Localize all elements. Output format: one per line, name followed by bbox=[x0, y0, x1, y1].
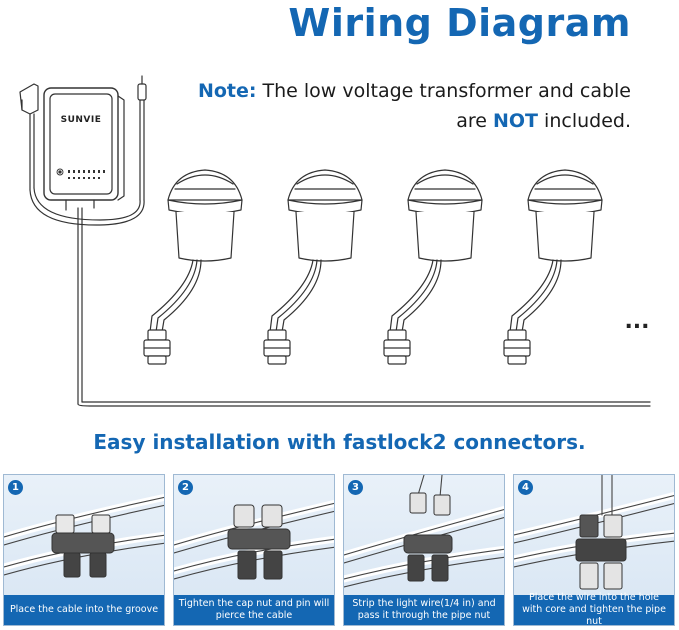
plug-icon bbox=[19, 83, 39, 191]
step-4-illustration bbox=[514, 475, 674, 590]
step-3-panel: 3 Strip the light wire(1/4 in) and pass … bbox=[343, 474, 505, 626]
step-3-illustration bbox=[344, 475, 504, 588]
light-fixture-2 bbox=[263, 169, 363, 365]
step-4-caption: Place the wire into the hole with core a… bbox=[514, 592, 674, 625]
note-label: Note: bbox=[197, 80, 257, 102]
wiring-diagram: SUNVIE ... bbox=[19, 75, 651, 407]
step-1-caption: Place the cable into the groove bbox=[4, 595, 164, 625]
page-title: Wiring Diagram bbox=[288, 1, 631, 45]
step-4-panel: 4 Place the wire into the hole with core… bbox=[513, 474, 675, 626]
step-4-number-badge: 4 bbox=[518, 480, 533, 495]
step-3-caption: Strip the light wire(1/4 in) and pass it… bbox=[344, 595, 504, 625]
step-1-illustration bbox=[4, 493, 164, 578]
transformer-brand-label: SUNVIE bbox=[61, 115, 102, 125]
light-fixture-1 bbox=[143, 169, 243, 365]
note-emphasis: NOT bbox=[492, 110, 538, 132]
step-1-panel: 1 Place the cable into the groove bbox=[3, 474, 165, 626]
section-subtitle: Easy installation with fastlock2 connect… bbox=[93, 430, 586, 454]
light-fixture-3 bbox=[383, 169, 483, 365]
light-fixture-4 bbox=[503, 169, 603, 365]
step-2-caption: Tighten the cap nut and pin will pierce … bbox=[174, 595, 334, 625]
step-2-illustration bbox=[174, 499, 334, 580]
step-2-panel: 2 Tighten the cap nut and pin will pierc… bbox=[173, 474, 335, 626]
note-line-2-post: included. bbox=[544, 110, 631, 132]
step-3-number-badge: 3 bbox=[348, 480, 363, 495]
note-text: Note: The low voltage transformer and ca… bbox=[161, 76, 631, 136]
transformer-box bbox=[43, 87, 125, 201]
note-line-2-pre: are bbox=[456, 110, 487, 132]
installation-steps: 1 Place the cable into the groove 2 Tigh… bbox=[3, 474, 676, 626]
more-indicator: ... bbox=[624, 309, 649, 334]
note-line-1: The low voltage transformer and cable bbox=[262, 80, 631, 102]
step-1-number-badge: 1 bbox=[8, 480, 23, 495]
step-2-number-badge: 2 bbox=[178, 480, 193, 495]
